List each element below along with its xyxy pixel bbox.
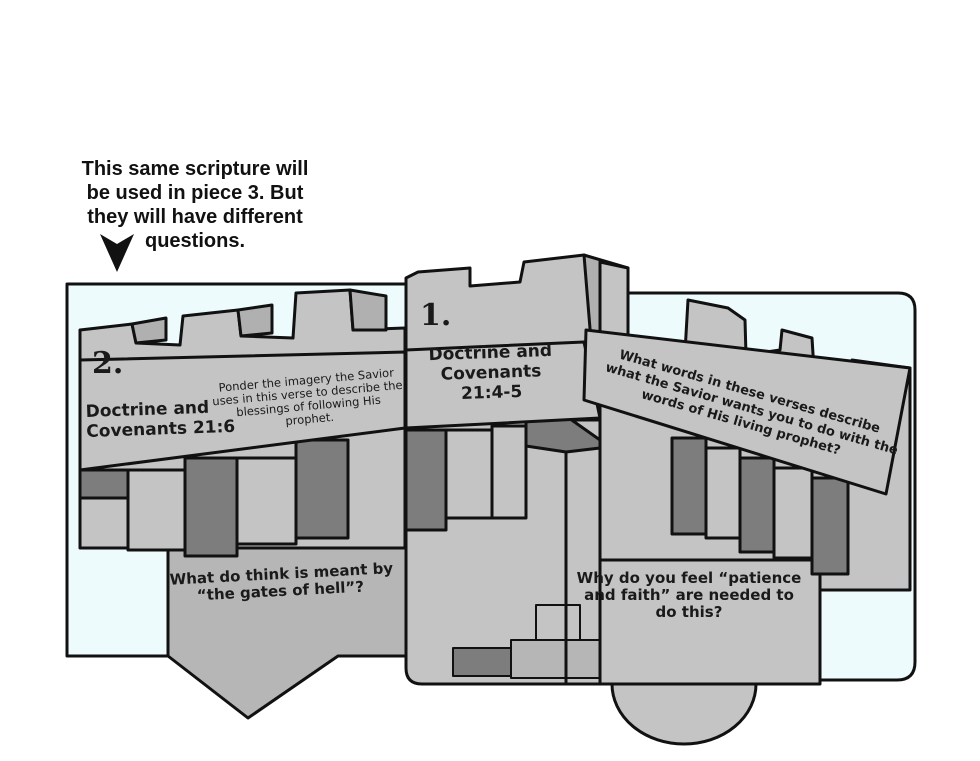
note-line: This same scripture will bbox=[81, 158, 309, 180]
note-line: questions. bbox=[144, 230, 245, 252]
arrow-down-icon bbox=[100, 234, 134, 272]
note-line: be used in piece 3. But bbox=[86, 182, 304, 204]
piece1-lower-question-line: and faith” are needed to bbox=[584, 586, 794, 604]
piece2-number: 2. bbox=[92, 346, 124, 381]
piece1-lower-question-line: Why do you feel “patience bbox=[576, 569, 802, 587]
right-tower-body bbox=[598, 558, 822, 686]
piece1-lower-question: Why do you feel “patience and faith” are… bbox=[576, 570, 802, 621]
piece1-number: 1. bbox=[420, 298, 452, 333]
piece2-title-line: Covenants 21:6 bbox=[86, 416, 236, 443]
right-banner bbox=[582, 328, 912, 496]
piece1-lower-question-line: do this? bbox=[655, 603, 723, 621]
piece1-title: Doctrine and Covenants 21:4-5 bbox=[425, 341, 557, 406]
instruction-note: This same scripture will be used in piec… bbox=[60, 157, 330, 253]
note-line: they will have different bbox=[87, 206, 303, 228]
middle-bottom-tab bbox=[610, 682, 758, 746]
piece2-title: Doctrine and Covenants 21:6 bbox=[85, 398, 236, 443]
